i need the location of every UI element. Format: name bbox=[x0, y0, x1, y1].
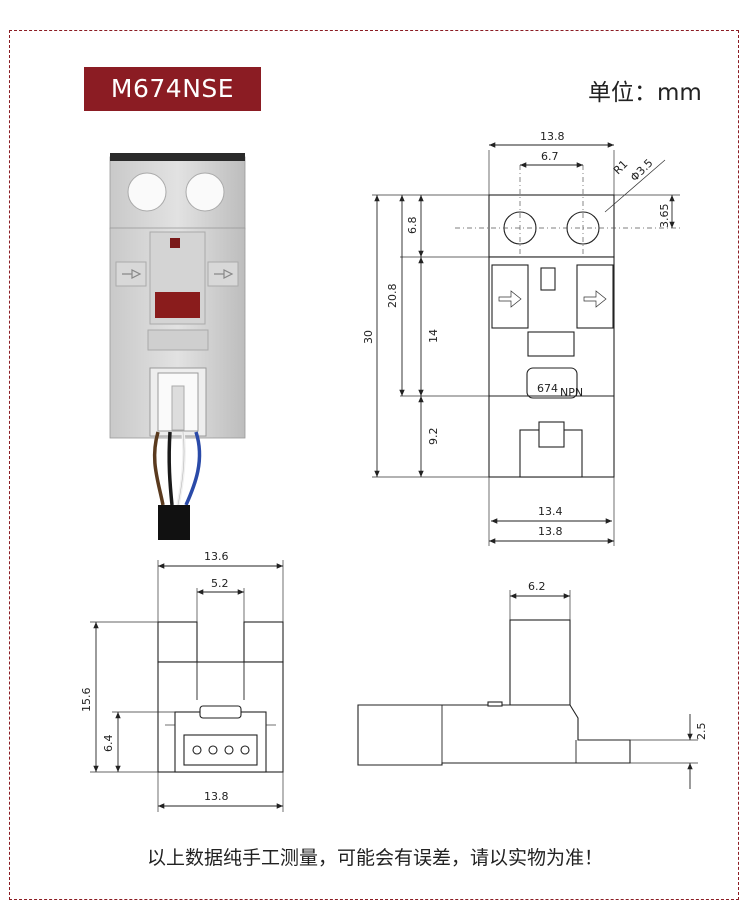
model-title: M674NSE bbox=[84, 67, 261, 111]
footer-note: 以上数据纯手工测量，可能会有误差，请以实物为准！ bbox=[146, 847, 603, 869]
unit-label: 单位：mm bbox=[588, 80, 702, 106]
side-view: 6.2 2.5 bbox=[357, 580, 708, 789]
dim-bottom-view-height: 15.6 bbox=[80, 688, 93, 713]
dim-connector-height: 6.4 bbox=[102, 735, 115, 753]
dim-hole-pitch: 6.7 bbox=[541, 150, 559, 163]
body-sub: NPN bbox=[560, 386, 583, 399]
dim-slot-width: 5.2 bbox=[211, 577, 229, 590]
front-view: 674 NPN 13.8 6.7 R1 Φ3.5 3.65 30 20.8 6.… bbox=[362, 130, 680, 546]
product-photo bbox=[109, 153, 246, 540]
dim-tab-height: 2.5 bbox=[695, 723, 708, 741]
dim-bottom-width: 13.8 bbox=[538, 525, 563, 538]
dim-height-total: 30 bbox=[362, 330, 375, 344]
dim-height-mount: 6.8 bbox=[406, 217, 419, 235]
bottom-view: 13.6 5.2 15.6 6.4 13.8 bbox=[80, 550, 284, 812]
dashed-frame bbox=[9, 30, 739, 900]
dim-hole-offset: 3.65 bbox=[658, 204, 671, 229]
dim-side-top-width: 6.2 bbox=[528, 580, 546, 593]
dim-height-base: 9.2 bbox=[427, 428, 440, 446]
dim-height-mid: 20.8 bbox=[386, 284, 399, 309]
dim-bottom-view-width-top: 13.6 bbox=[204, 550, 229, 563]
body-mark: 674 bbox=[537, 382, 558, 395]
dim-bottom-view-width: 13.8 bbox=[204, 790, 229, 803]
dim-height-slot: 14 bbox=[427, 329, 440, 343]
dim-front-width-top: 13.8 bbox=[540, 130, 565, 143]
dim-bottom-inner: 13.4 bbox=[538, 505, 563, 518]
